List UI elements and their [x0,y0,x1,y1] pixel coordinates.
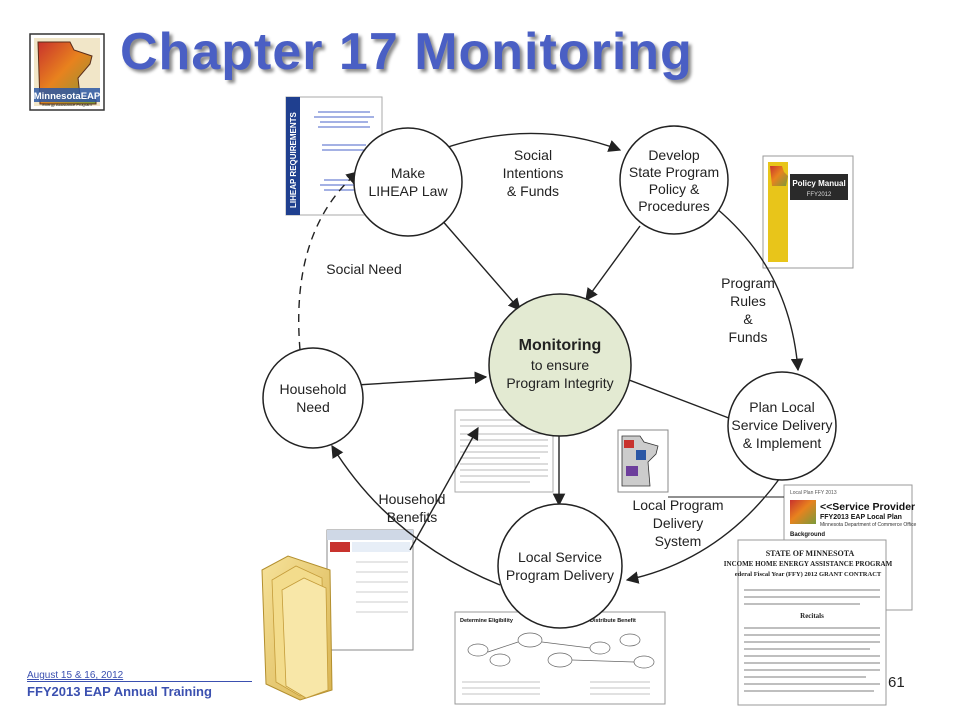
develop-policy-line-3: Policy & [649,181,700,197]
background-label: Background [790,532,825,538]
hub-title: Monitoring [519,337,602,354]
household-need-line-2: Need [296,399,329,415]
local-plan-dept: Minnesota Department of Commerce Office [820,522,917,528]
household-benefits-line-2: Benefits [387,509,438,525]
state-of-minnesota: STATE OF MINNESOTA [766,549,855,558]
edge-benefits-pointer [409,426,479,551]
local-delivery-line-2: Program Delivery [506,567,614,583]
household-benefits-line-1: Household [379,491,446,507]
cycle-edges [298,132,804,586]
social-intentions-line-3: & Funds [507,183,559,199]
develop-policy-line-4: Procedures [638,198,710,214]
local-program-line-3: System [655,533,702,549]
determine-eligibility-label: Determine Eligibility [460,618,514,624]
edge-law-to-policy [444,132,622,152]
hub-line-3: Program Integrity [506,375,613,391]
minnesota-map-thumbnail [617,429,669,493]
edge-household-to-hub [339,371,488,387]
edge-policy-to-hub [585,225,641,302]
page-title: Chapter 17 Monitoring [120,23,693,81]
local-plan-label: FFY2013 EAP Local Plan [820,514,902,521]
edge-label-social-need: Social Need [326,261,402,277]
make-law-line-2: LIHEAP Law [368,183,448,199]
distribute-benefit-label: Distribute Benefit [590,618,636,624]
page-number: 61 [888,674,905,691]
footer-date: August 15 & 16, 2012 [27,670,124,681]
social-intentions-line-1: Social [514,147,552,163]
recitals-label: Recitals [800,612,824,620]
node-local-delivery: Local Service Program Delivery [497,503,623,629]
edge-delivery-to-household [331,444,501,586]
social-need-label: Social Need [326,261,402,277]
edge-label-local-program-system: Local Program Delivery System [632,497,723,549]
edge-label-household-benefits: Household Benefits [379,491,446,525]
minnesota-eap-logo: MinnesotaEAP Energy Assistance Program [29,33,105,111]
service-provider-label: <<Service Provider [820,501,915,513]
footer-divider [27,681,252,682]
logo-subtext: Energy Assistance Program [42,102,92,107]
plan-local-line-2: Service Delivery [731,417,832,433]
local-program-line-2: Delivery [653,515,704,531]
household-need-line-1: Household [280,381,347,397]
node-make-law: Make LIHEAP Law [353,127,463,237]
monitoring-hub: Monitoring to ensure Program Integrity [488,293,632,437]
folder-icon [261,555,333,701]
edge-label-social-intentions: Social Intentions & Funds [503,147,564,199]
liheap-requirements-label: LIHEAP REQUIREMENTS [289,111,298,208]
grant-line-1: INCOME HOME ENERGY ASSISTANCE PROGRAM [724,560,893,568]
policy-manual-year: FFY2012 [807,192,832,198]
node-develop-policy: Develop State Program Policy & Procedure… [619,125,729,235]
edge-law-to-hub [439,217,521,311]
develop-policy-line-1: Develop [648,147,700,163]
policy-manual-title: Policy Manual [792,179,845,188]
local-delivery-line-1: Local Service [518,549,602,565]
grant-line-2: ederal Fiscal Year (FFY) 2012 GRANT CONT… [735,571,882,578]
social-intentions-line-2: Intentions [503,165,564,181]
local-plan-header: Local Plan FFY 2013 [790,490,837,496]
edge-household-to-law [298,171,359,351]
edge-policy-to-plan [715,207,804,372]
footer-title: FFY2013 EAP Annual Training [27,684,212,699]
policy-manual-thumbnail: Policy Manual FFY2012 [762,155,854,269]
web-application-thumbnail [326,529,414,651]
node-household-need: Household Need [262,347,364,449]
plan-local-line-1: Plan Local [749,399,814,415]
local-program-line-1: Local Program [632,497,723,513]
make-law-line-1: Make [391,165,425,181]
program-rules-line-2: Rules [730,293,766,309]
hub-line-2: to ensure [531,357,590,373]
program-rules-line-1: Program [721,275,775,291]
edge-label-program-rules: Program Rules & Funds [721,275,775,345]
local-plan-documents: Local Plan FFY 2013 <<Service Provider F… [724,484,917,706]
plan-local-line-3: & Implement [743,435,822,451]
logo-text: MinnesotaEAP [34,91,101,102]
program-rules-line-3: & [743,311,753,327]
node-plan-local: Plan Local Service Delivery & Implement [727,371,837,481]
program-rules-line-4: Funds [729,329,768,345]
develop-policy-line-2: State Program [629,164,719,180]
